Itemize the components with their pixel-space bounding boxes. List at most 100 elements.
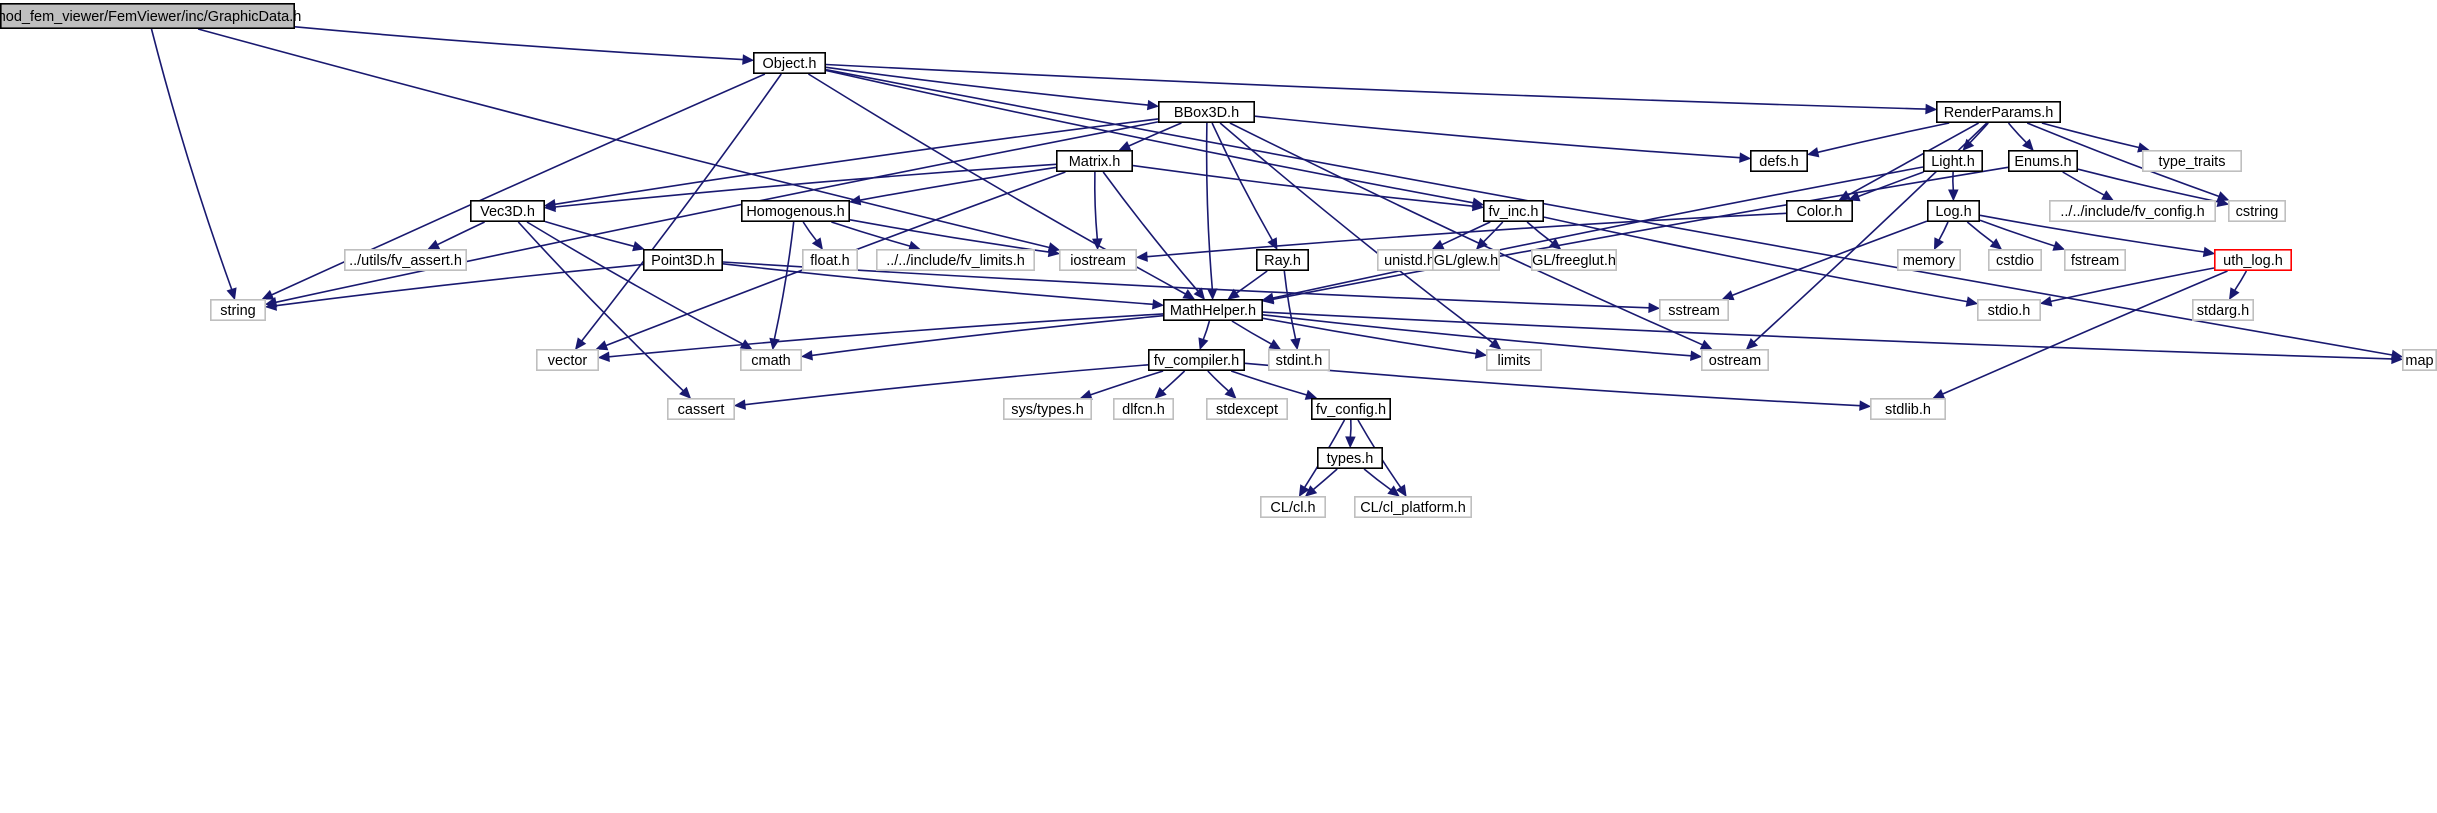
edge-line	[271, 73, 766, 296]
edge-arrowhead	[261, 289, 275, 300]
edge-arrowhead	[2391, 353, 2404, 365]
node-iostream: iostream	[1059, 249, 1138, 272]
edge-arrowhead	[1304, 485, 1318, 497]
edge-ray-to-stdint	[1283, 270, 1301, 351]
edge-line	[2077, 168, 2219, 203]
node-box	[666, 397, 735, 420]
edge-line	[744, 364, 1149, 406]
edge-line	[802, 221, 818, 242]
edge-fv_inc-to-freeglut	[1526, 221, 1562, 250]
edge-arrowhead	[1092, 238, 1103, 251]
edge-line	[722, 263, 1154, 306]
node-box	[1268, 348, 1331, 371]
edge-line	[1128, 122, 1182, 147]
node-vec3d[interactable]: Vec3D.h	[469, 200, 545, 223]
edge-object-to-string	[261, 73, 766, 300]
edge-homogenous-to-iostream	[849, 219, 1061, 258]
node-ray[interactable]: Ray.h	[1256, 249, 1310, 272]
node-box	[1750, 150, 1809, 173]
node-label: CL/cl_platform.h	[1360, 500, 1466, 516]
edge-line	[1272, 166, 1924, 299]
node-color[interactable]: Color.h	[1786, 200, 1854, 223]
edge-line	[1731, 220, 1928, 297]
edge-line	[197, 28, 1050, 249]
edge-arrowhead	[679, 386, 692, 399]
edge-line	[2062, 171, 2105, 196]
node-label: ../utils/fv_assert.h	[349, 253, 462, 269]
edge-mathhelper-to-cmath	[800, 314, 1164, 361]
edge-arrowhead	[1290, 337, 1301, 351]
node-object[interactable]: Object.h	[752, 51, 826, 74]
node-light[interactable]: Light.h	[1923, 150, 1984, 173]
edge-arrowhead	[632, 241, 645, 252]
node-matrix[interactable]: Matrix.h	[1056, 150, 1134, 173]
node-enums[interactable]: Enums.h	[2008, 150, 2079, 173]
node-label: fv_compiler.h	[1154, 353, 1239, 369]
node-fv_inc[interactable]: fv_inc.h	[1483, 200, 1545, 223]
node-box	[2142, 150, 2243, 173]
node-cmath: cmath	[739, 348, 802, 371]
node-homogenous[interactable]: Homogenous.h	[740, 200, 850, 223]
edge-types-to-cl_platform	[1363, 468, 1400, 497]
node-label: string	[220, 303, 255, 319]
edge-line	[150, 28, 233, 290]
node-box	[801, 249, 858, 272]
edge-line	[1244, 362, 1861, 407]
node-point3d[interactable]: Point3D.h	[642, 249, 723, 272]
edge-line	[825, 69, 1474, 204]
edge-bbox3d-to-defs	[1254, 115, 1752, 163]
edge-matrix-to-vec3d	[543, 163, 1057, 213]
edge-mathhelper-to-limits	[1262, 317, 1488, 359]
node-label: stdlib.h	[1885, 402, 1931, 418]
edge-arrowhead	[1207, 288, 1218, 301]
node-label: mod_fem_viewer/FemViewer/inc/GraphicData…	[0, 9, 301, 25]
edge-arrowhead	[800, 350, 813, 361]
edge-line	[1231, 320, 1272, 345]
node-renderparams[interactable]: RenderParams.h	[1936, 101, 2062, 124]
node-mathhelper[interactable]: MathHelper.h	[1163, 298, 1264, 321]
edge-types-to-cl	[1304, 468, 1338, 497]
node-memory: memory	[1897, 249, 1962, 272]
node-box	[739, 348, 802, 371]
edge-arrowhead	[1227, 288, 1240, 300]
node-unistd: unistd.h	[1377, 249, 1443, 272]
node-box	[2192, 298, 2255, 321]
node-box	[1056, 150, 1134, 173]
edge-object-to-fv_inc	[825, 69, 1485, 208]
edge-line	[2007, 122, 2027, 144]
edge-arrowhead	[264, 300, 277, 311]
node-label: float.h	[810, 253, 850, 269]
edge-vec3d-to-fv_assert	[427, 221, 485, 250]
edge-arrowhead	[1925, 103, 1938, 115]
node-label: cmath	[751, 353, 791, 369]
node-fv_compiler[interactable]: fv_compiler.h	[1148, 348, 1246, 371]
edge-line	[581, 73, 782, 342]
node-box	[1936, 101, 2062, 124]
edge-arrowhead	[1193, 287, 1206, 300]
node-label: fstream	[2071, 253, 2119, 269]
node-box	[1113, 397, 1175, 420]
edge-arrowhead	[2228, 287, 2240, 301]
edge-line	[1162, 370, 1186, 392]
node-stdarg: stdarg.h	[2192, 298, 2255, 321]
node-vector: vector	[535, 348, 599, 371]
node-cstdio: cstdio	[1988, 249, 2043, 272]
node-fv_config[interactable]: fv_config.h	[1311, 397, 1392, 420]
edge-log-to-cstdio	[1966, 221, 2003, 250]
node-uth_log[interactable]: uth_log.h	[2214, 249, 2293, 272]
edge-bbox3d-to-mathhelper	[1205, 122, 1218, 301]
node-types[interactable]: types.h	[1317, 446, 1384, 469]
edge-line	[275, 121, 1159, 304]
node-defs[interactable]: defs.h	[1750, 150, 1809, 173]
node-bbox3d[interactable]: BBox3D.h	[1158, 101, 1256, 124]
edge-root-to-string	[150, 28, 237, 301]
edge-line	[2041, 122, 2140, 149]
edge-line	[1102, 171, 1199, 292]
node-log[interactable]: Log.h	[1927, 200, 1981, 223]
node-root[interactable]: mod_fem_viewer/FemViewer/inc/GraphicData…	[0, 2, 301, 29]
node-label: Color.h	[1797, 204, 1843, 220]
node-fv_config_inc: ../../include/fv_config.h	[2049, 200, 2217, 223]
edge-line	[1219, 122, 1494, 344]
edge-arrowhead	[1304, 389, 1318, 400]
